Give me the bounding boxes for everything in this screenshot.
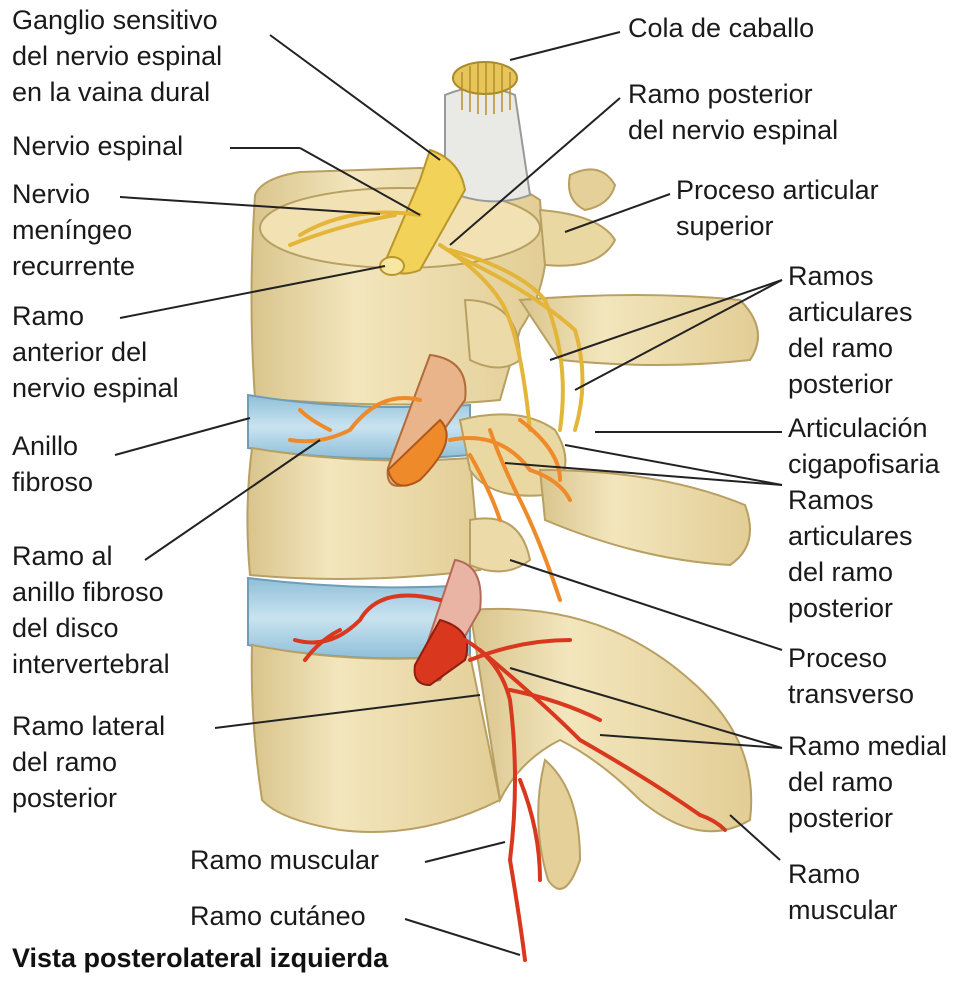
label-anillo: Anillo fibroso [12,428,93,500]
label-line: Ramo lateral [12,708,165,744]
label-line: Nervio espinal [12,128,183,164]
label-ramos-articulares-1: Ramos articulares del ramo posterior [788,258,913,402]
label-line: posterior [788,590,913,626]
label-line: intervertebral [12,646,170,682]
label-line: del nervio espinal [628,112,838,148]
label-line: del ramo [788,764,947,800]
label-line: nervio espinal [12,370,179,406]
label-line: Ramos [788,258,913,294]
label-meningeo: Nervio meníngeo recurrente [12,176,135,284]
label-ramo-lateral: Ramo lateral del ramo posterior [12,708,165,816]
label-line: Nervio [12,176,135,212]
label-line: Proceso articular [676,172,879,208]
label-line: posterior [788,800,947,836]
label-ramo-medial: Ramo medial del ramo posterior [788,728,947,836]
label-line: del ramo [788,330,913,366]
label-line: Anillo [12,428,93,464]
label-line: Proceso [788,640,914,676]
label-line: Ramos [788,482,913,518]
label-line: del ramo [788,554,913,590]
label-line: transverso [788,676,914,712]
label-ramos-articulares-2: Ramos articulares del ramo posterior [788,482,913,626]
label-line: Ramo cutáneo [190,898,366,934]
label-ramo-posterior: Ramo posterior del nervio espinal [628,76,838,148]
view-caption: Vista posterolateral izquierda [12,943,388,974]
label-line: Ramo posterior [628,76,838,112]
label-ramo-anillo: Ramo al anillo fibroso del disco interve… [12,538,170,682]
label-line: posterior [12,780,165,816]
label-line: anterior del [12,334,179,370]
label-line: Cola de caballo [628,10,814,46]
label-ramo-cutaneo: Ramo cutáneo [190,898,366,934]
label-ramo-anterior: Ramo anterior del nervio espinal [12,298,179,406]
label-line: muscular [788,892,898,928]
label-line: del disco [12,610,170,646]
label-line: meníngeo [12,212,135,248]
label-line: Ramo medial [788,728,947,764]
label-line: articulares [788,294,913,330]
label-ganglio: Ganglio sensitivo del nervio espinal en … [12,2,222,110]
label-ramo-muscular-right: Ramo muscular [788,856,898,928]
label-line: anillo fibroso [12,574,170,610]
label-line: Articulación [788,410,940,446]
label-line: articulares [788,518,913,554]
label-line: cigapofisaria [788,446,940,482]
label-proceso-transverso: Proceso transverso [788,640,914,712]
label-line: Ramo [12,298,179,334]
label-line: Ramo [788,856,898,892]
label-line: del nervio espinal [12,38,222,74]
label-articulacion: Articulación cigapofisaria [788,410,940,482]
label-ramo-muscular-left: Ramo muscular [190,842,379,878]
label-cola: Cola de caballo [628,10,814,46]
label-line: posterior [788,366,913,402]
label-line: fibroso [12,464,93,500]
label-line: recurrente [12,248,135,284]
label-line: Ramo muscular [190,842,379,878]
label-line: del ramo [12,744,165,780]
middle-transverse-process [540,470,750,565]
label-line: Ganglio sensitivo [12,2,222,38]
label-line: superior [676,208,879,244]
label-nervio-espinal: Nervio espinal [12,128,183,164]
label-line: Ramo al [12,538,170,574]
label-line: en la vaina dural [12,74,222,110]
label-proceso-articular: Proceso articular superior [676,172,879,244]
